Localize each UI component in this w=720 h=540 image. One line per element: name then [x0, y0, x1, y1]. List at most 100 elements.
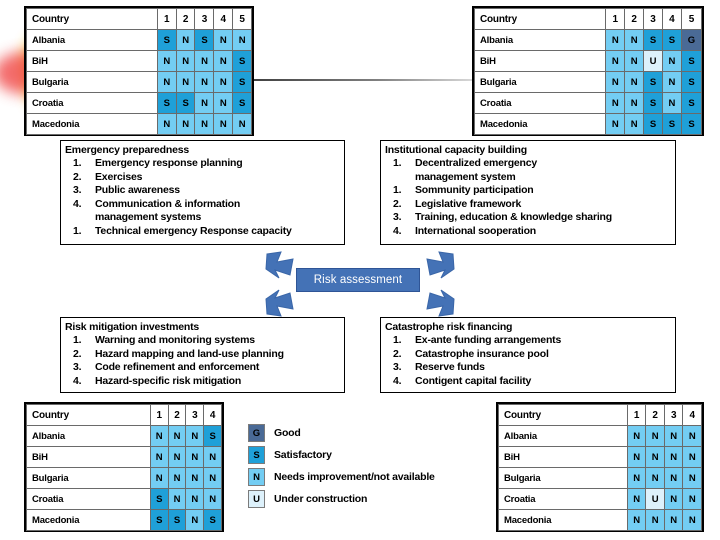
rating-cell-2: N	[645, 467, 665, 489]
table-header-row: Country 1 2 3 4 5	[26, 8, 252, 30]
country-name-cell: BiH	[498, 446, 628, 468]
country-name-cell: Bulgaria	[498, 467, 628, 489]
country-name-cell: Macedonia	[498, 509, 628, 531]
rating-cell-3: N	[185, 509, 205, 531]
col-header-country: Country	[26, 404, 151, 426]
col-header-4: 4	[682, 404, 702, 426]
legend-label: Satisfactory	[274, 449, 332, 461]
list-marker: 1.	[393, 184, 402, 196]
rating-cell-1: N	[626, 446, 647, 468]
col-header-5: 5	[680, 8, 703, 30]
rating-cell-5: N	[232, 29, 252, 51]
list-marker: 3.	[393, 211, 402, 223]
list-marker: 2.	[73, 170, 82, 183]
rating-cell-1: N	[605, 71, 626, 93]
rating-cell-1: N	[156, 50, 177, 72]
list-marker: 3.	[73, 361, 82, 373]
rating-cell-3: S	[643, 29, 663, 51]
rating-cell-3: S	[643, 92, 663, 114]
rating-cell-2: N	[624, 113, 645, 135]
country-name-cell: Bulgaria	[473, 71, 607, 93]
rating-cell-2: N	[624, 50, 645, 72]
list-item-text: Ex-ante funding arrangements	[415, 334, 562, 346]
risk-assessment-node[interactable]: Risk assessment	[296, 268, 420, 292]
rating-cell-2: N	[645, 425, 665, 447]
list-item-text: Code refinement and enforcement	[95, 361, 260, 373]
country-name-cell: BiH	[473, 50, 607, 72]
col-header-3: 3	[185, 404, 205, 426]
rating-cell-2: N	[175, 29, 196, 51]
box-list-item: 3.Reserve funds	[385, 361, 671, 375]
country-name-cell: Bulgaria	[26, 71, 158, 93]
col-header-4: 4	[203, 404, 222, 426]
col-header-4: 4	[213, 8, 234, 30]
rating-cell-3: N	[185, 425, 205, 447]
rating-cell-3: S	[194, 29, 215, 51]
rating-cell-5: G	[680, 29, 703, 51]
rating-cell-2: N	[624, 29, 645, 51]
rating-cell-4: S	[661, 29, 682, 51]
box-list-item: 4.Hazard-specific risk mitigation	[65, 375, 340, 389]
col-header-1: 1	[156, 8, 177, 30]
rating-cell-4: N	[682, 467, 702, 489]
rating-cell-5: S	[232, 50, 252, 72]
box-list-item: 2.Exercises	[65, 171, 340, 185]
country-name-cell: Croatia	[498, 488, 628, 510]
list-item-text: Contigent capital facility	[415, 374, 532, 387]
list-item-text: International sooperation	[415, 224, 537, 237]
country-name-cell: Albania	[26, 29, 158, 51]
box-list-item: management systems	[65, 211, 340, 225]
rating-cell-1: S	[156, 29, 177, 51]
list-marker: 1.	[73, 224, 82, 237]
box-list-item: 2.Catastrophe insurance pool	[385, 348, 671, 362]
rating-cell-2: N	[167, 446, 187, 468]
rating-cell-4: N	[213, 29, 234, 51]
list-item-text: Hazard-specific risk mitigation	[95, 374, 242, 387]
list-item-text: Reserve funds	[415, 361, 485, 373]
rating-cell-2: N	[175, 71, 196, 93]
list-item-text: Training, education & knowledge sharing	[415, 211, 612, 223]
rating-cell-2: U	[645, 488, 665, 510]
rating-cell-3: N	[194, 50, 215, 72]
rating-cell-4: N	[203, 446, 222, 468]
rating-cell-3: N	[194, 71, 215, 93]
col-header-2: 2	[175, 8, 196, 30]
legend-label: Needs improvement/not available	[274, 471, 435, 483]
box-list-item: 1.Decentralized emergency	[385, 157, 671, 171]
rating-cell-2: N	[645, 509, 665, 531]
country-name-cell: Croatia	[26, 92, 158, 114]
country-name-cell: BiH	[26, 50, 158, 72]
rating-cell-3: U	[643, 50, 663, 72]
box-list-item: 1.Emergency response planning	[65, 157, 340, 171]
rating-cell-3: N	[663, 446, 684, 468]
list-marker: 4.	[73, 197, 82, 210]
rating-cell-2: N	[175, 50, 196, 72]
col-header-country: Country	[26, 8, 158, 30]
box-list-item: 2.Legislative framework	[385, 198, 671, 212]
box-title: Catastrophe risk financing	[385, 321, 513, 333]
list-item-text: management systems	[95, 211, 202, 223]
list-item-text: Legislative framework	[415, 197, 522, 210]
rating-cell-2: N	[167, 425, 187, 447]
country-name-cell: Macedonia	[473, 113, 607, 135]
box-list-item: 1.Ex-ante funding arrangements	[385, 334, 671, 348]
col-header-country: Country	[473, 8, 607, 30]
rating-cell-1: N	[626, 509, 647, 531]
list-item-text: Decentralized emergency	[415, 157, 538, 169]
col-header-2: 2	[645, 404, 665, 426]
